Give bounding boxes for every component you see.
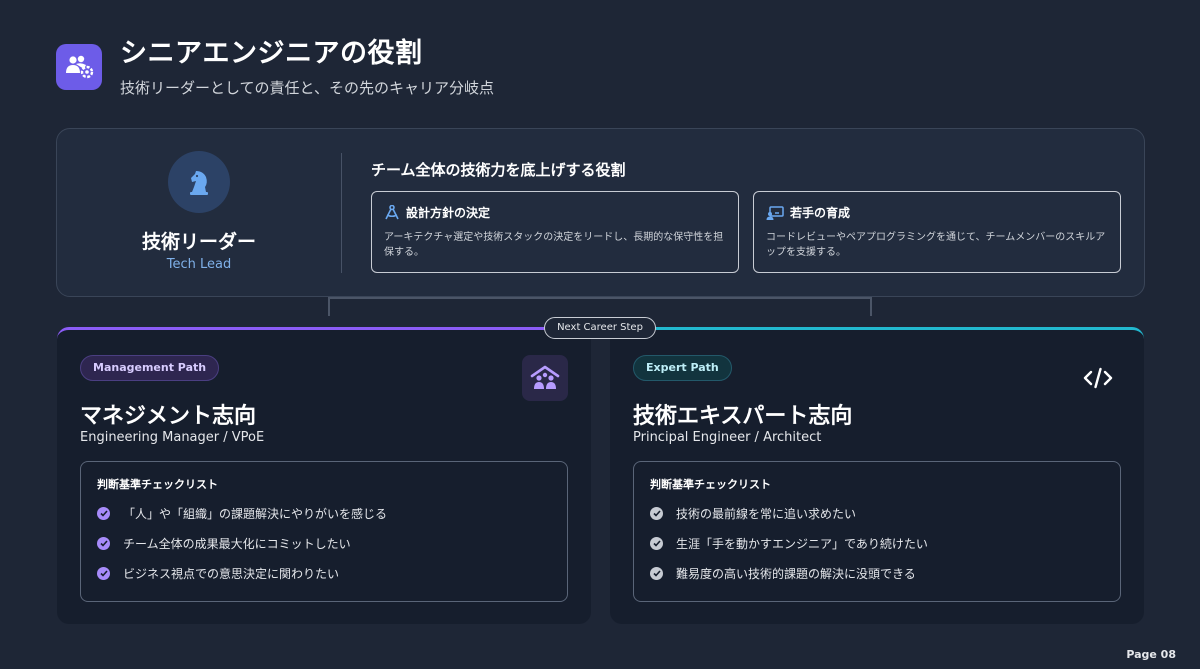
- users-gear-icon: [56, 44, 102, 90]
- people-roof-icon: [522, 355, 568, 401]
- code-icon: [1075, 355, 1121, 401]
- checklist-item: ビジネス視点での意思決定に関わりたい: [97, 565, 551, 582]
- compass-drafting-icon: [385, 205, 399, 220]
- connector-line: [870, 297, 872, 316]
- check-circle-icon: [97, 507, 110, 520]
- path-title: マネジメント志向: [80, 404, 257, 429]
- expert-path-card: Expert Path 技術エキスパート志向 Principal Enginee…: [610, 327, 1144, 624]
- checklist-item: 難易度の高い技術的課題の解決に没頭できる: [650, 565, 1104, 582]
- role-description: アーキテクチャ選定や技術スタックの決定をリードし、長期的な保守性を担保する。: [384, 232, 724, 258]
- role-description: コードレビューやペアプログラミングを通じて、チームメンバーのスキルアップを支援す…: [766, 232, 1106, 258]
- role-title: 設計方針の決定: [406, 206, 491, 220]
- checklist-item: チーム全体の成果最大化にコミットしたい: [97, 535, 551, 552]
- check-circle-icon: [97, 567, 110, 580]
- connector-line: [328, 297, 872, 299]
- tech-lead-card: 技術リーダー Tech Lead チーム全体の技術力を底上げする役割 設計方針の…: [56, 128, 1145, 297]
- role-title: 若手の育成: [790, 206, 851, 220]
- check-circle-icon: [650, 537, 663, 550]
- path-subtitle: Principal Engineer / Architect: [633, 430, 822, 445]
- page-subtitle: 技術リーダーとしての責任と、その先のキャリア分岐点: [120, 79, 494, 97]
- checklist-item: 「人」や「組織」の課題解決にやりがいを感じる: [97, 505, 551, 522]
- checklist-item: 技術の最前線を常に追い求めたい: [650, 505, 1104, 522]
- checklist-title: 判断基準チェックリスト: [650, 478, 771, 491]
- checklist-title: 判断基準チェックリスト: [97, 478, 218, 491]
- tech-lead-heading: チーム全体の技術力を底上げする役割: [371, 161, 626, 179]
- check-circle-icon: [650, 567, 663, 580]
- checklist-item: 生涯「手を動かすエンジニア」であり続けたい: [650, 535, 1104, 552]
- role-card-mentoring: 若手の育成 コードレビューやペアプログラミングを通じて、チームメンバーのスキルア…: [753, 191, 1121, 273]
- role-card-design: 設計方針の決定 アーキテクチャ選定や技術スタックの決定をリードし、長期的な保守性…: [371, 191, 739, 273]
- path-badge: Management Path: [80, 355, 220, 381]
- page-number: Page 08: [1126, 648, 1176, 661]
- tech-lead-identity: 技術リーダー Tech Lead: [57, 129, 341, 296]
- path-badge: Expert Path: [633, 355, 732, 381]
- chess-knight-icon: [168, 151, 230, 213]
- tech-lead-title: 技術リーダー: [141, 231, 256, 253]
- divider: [341, 153, 342, 273]
- check-circle-icon: [97, 537, 110, 550]
- chalkboard-teacher-icon: [766, 205, 784, 220]
- checklist: 判断基準チェックリスト 「人」や「組織」の課題解決にやりがいを感じる チーム全体…: [80, 461, 568, 602]
- check-circle-icon: [650, 507, 663, 520]
- checklist: 判断基準チェックリスト 技術の最前線を常に追い求めたい 生涯「手を動かすエンジニ…: [633, 461, 1121, 602]
- path-subtitle: Engineering Manager / VPoE: [80, 430, 265, 445]
- connector-line: [328, 297, 330, 316]
- management-path-card: Management Path マネジメント志向 Engineering Man…: [57, 327, 591, 624]
- path-title: 技術エキスパート志向: [633, 404, 853, 429]
- header: シニアエンジニアの役割 技術リーダーとしての責任と、その先のキャリア分岐点: [56, 38, 494, 98]
- next-career-step-badge: Next Career Step: [544, 317, 656, 339]
- page-title: シニアエンジニアの役割: [120, 38, 423, 69]
- tech-lead-english: Tech Lead: [166, 257, 232, 272]
